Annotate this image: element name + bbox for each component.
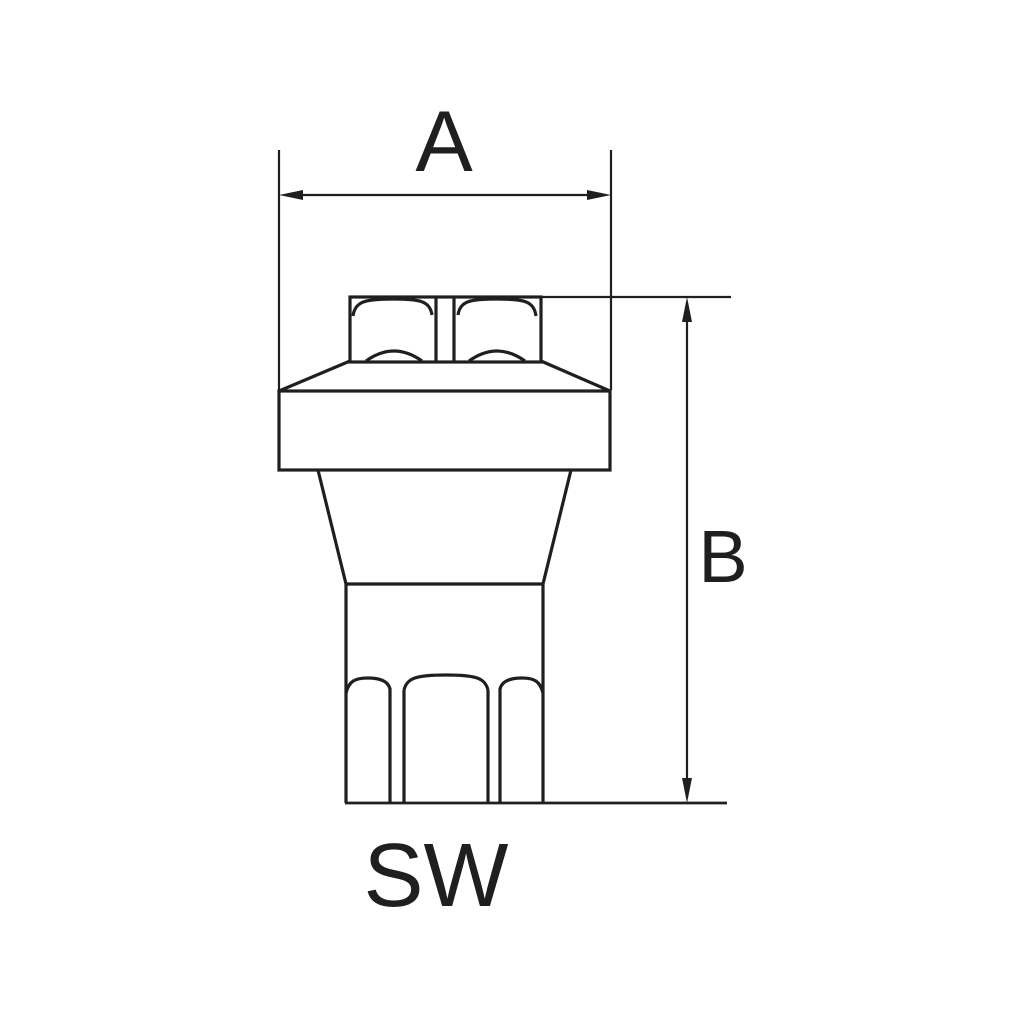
dim-a-arrowhead-left	[279, 190, 303, 200]
tapered-neck	[316, 469, 573, 586]
base-facet-arc-left	[344, 676, 392, 694]
hex-nut-washer-arc-right	[468, 349, 526, 363]
dim-b-arrowhead-top	[682, 297, 692, 322]
dimension-b: B	[541, 295, 748, 803]
hex-nut-washer-arc-left	[365, 349, 423, 363]
hex-nut-outline	[348, 295, 543, 364]
taper-slant-left	[316, 469, 348, 585]
shoulder	[278, 359, 611, 393]
fitting-body	[277, 295, 727, 805]
taper-slant-right	[541, 469, 573, 585]
wrench-size-label: SW	[364, 826, 509, 926]
shoulder-slant-left	[278, 359, 351, 393]
base-facet-arc-right	[498, 676, 545, 694]
dimension-a: A	[277, 94, 613, 390]
dim-b-label: B	[698, 515, 747, 598]
base-facet-arc-middle	[402, 673, 490, 691]
hex-nut-chamfer-arc-right	[456, 297, 538, 317]
dim-a-arrowhead-right	[587, 190, 611, 200]
flange	[277, 389, 612, 472]
hex-base	[344, 584, 727, 805]
hex-nut-chamfer-arc-left	[351, 297, 434, 317]
dim-a-label: A	[415, 94, 473, 190]
hex-nut	[348, 295, 543, 364]
shoulder-slant-right	[540, 359, 611, 393]
dim-b-arrowhead-bottom	[682, 778, 692, 803]
